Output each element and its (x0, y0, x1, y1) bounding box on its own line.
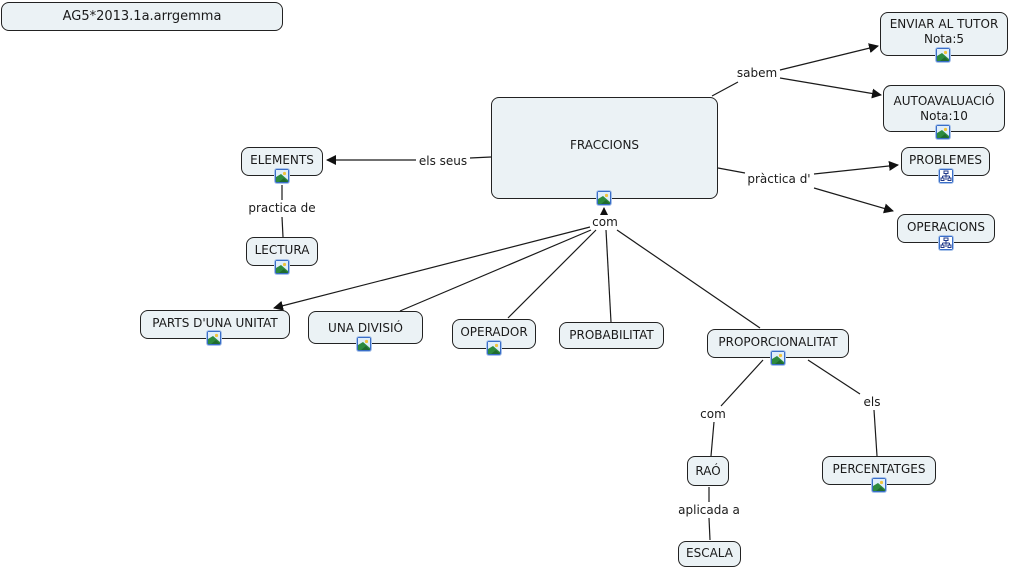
line-fraccions-elsseus (469, 156, 492, 159)
concept-fraccions[interactable]: FRACCIONS (491, 97, 718, 199)
concept-label: ESCALA (686, 546, 733, 560)
image-icon[interactable] (872, 478, 886, 492)
line-com-operador (507, 229, 597, 319)
link-phrase-com-proporcionalitat[interactable]: com (698, 407, 728, 421)
concept-label: PROPORCIONALITAT (718, 335, 838, 349)
concept-label: FRACCIONS (569, 138, 640, 152)
link-phrase-sabem[interactable]: sabem (734, 66, 780, 80)
concept-label: OPERACIONS (906, 220, 986, 234)
concept-label: OPERADOR (460, 325, 528, 339)
link-phrase-els[interactable]: els (861, 395, 883, 409)
image-icon[interactable] (771, 351, 785, 365)
concept-label: AUTOAVALUACIÓ Nota:10 (893, 94, 995, 123)
line-aplicada-escala (708, 517, 711, 541)
concept-rao[interactable]: RAÓ (687, 456, 729, 486)
map-title-box: AG5*2013.1a.arrgemma (1, 2, 283, 31)
link-phrase-com[interactable]: com (590, 215, 620, 229)
concept-label: PERCENTATGES (832, 462, 926, 476)
arrow-sabem-enviar (779, 43, 879, 71)
image-icon[interactable] (207, 331, 221, 345)
concept-autoavaluacio[interactable]: AUTOAVALUACIÓ Nota:10 (883, 85, 1005, 132)
image-icon[interactable] (936, 125, 950, 139)
concept-proporcionalitat[interactable]: PROPORCIONALITAT (707, 329, 849, 358)
concept-una-divisio[interactable]: UNA DIVISIÓ (308, 311, 423, 344)
line-proporcionalitat-els (807, 359, 861, 395)
arrow-practica-problemes (813, 160, 899, 175)
concept-label: LECTURA (254, 243, 310, 257)
link-phrase-els-seus[interactable]: els seus (416, 154, 470, 168)
arrow-sabem-autoavaluacio (779, 77, 882, 99)
link-phrase-aplicada-a[interactable]: aplicada a (676, 503, 742, 517)
link-phrase-practica-d[interactable]: pràctica d' (745, 172, 813, 186)
concept-label: UNA DIVISIÓ (328, 321, 403, 335)
link-phrase-practica-de[interactable]: practica de (246, 201, 318, 215)
line-practicade-lectura (281, 216, 284, 238)
concept-map-icon[interactable] (939, 169, 953, 183)
arrow-com-parts (273, 226, 591, 311)
concept-map-icon[interactable] (939, 236, 953, 250)
concept-label: PARTS D'UNA UNITAT (152, 316, 278, 330)
image-icon[interactable] (357, 337, 371, 351)
image-icon[interactable] (275, 169, 289, 183)
line-com-divisio (399, 229, 592, 312)
concept-escala[interactable]: ESCALA (678, 541, 741, 567)
concept-label: ELEMENTS (250, 153, 314, 167)
image-icon[interactable] (275, 260, 289, 274)
line-com-probabilitat (605, 229, 612, 323)
line-com-proporcionalitat (616, 229, 761, 329)
line-fraccions-sabem (711, 81, 739, 97)
map-title: AG5*2013.1a.arrgemma (62, 9, 222, 24)
concept-label: RAÓ (695, 464, 721, 478)
concept-label: ENVIAR AL TUTOR Nota:5 (889, 17, 999, 46)
concept-label: PROBABILITAT (569, 328, 654, 342)
image-icon[interactable] (936, 48, 950, 62)
concept-percentatges[interactable]: PERCENTATGES (822, 456, 936, 485)
line-fraccions-practica (717, 167, 746, 174)
line-proporcionalitat-com (720, 359, 764, 407)
line-els-percentatges (873, 409, 878, 457)
image-icon[interactable] (487, 341, 501, 355)
concept-probabilitat[interactable]: PROBABILITAT (559, 322, 664, 349)
arrow-practica-operacions (813, 187, 894, 214)
line-com-rao (710, 421, 715, 457)
concept-elements[interactable]: ELEMENTS (241, 147, 323, 176)
image-icon[interactable] (597, 191, 611, 205)
concept-label: PROBLEMES (908, 153, 983, 167)
